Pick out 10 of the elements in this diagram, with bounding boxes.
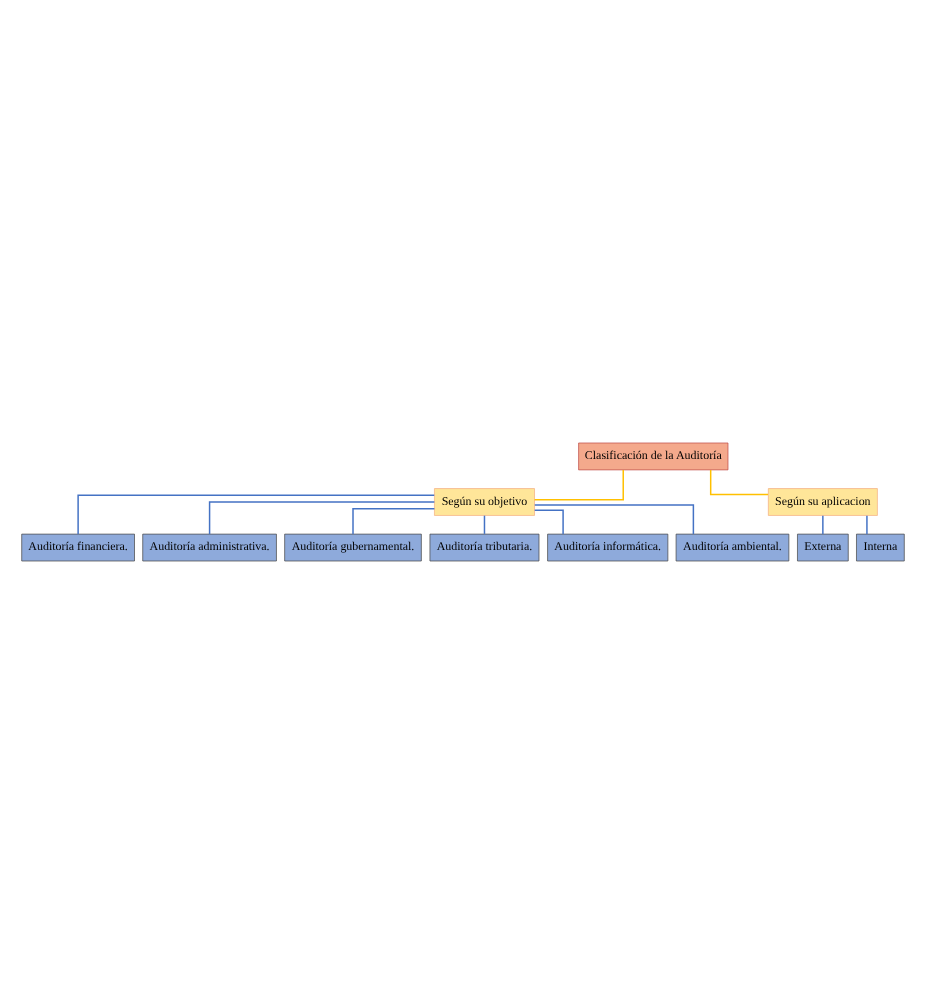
connector [77, 493, 435, 534]
connector [866, 513, 868, 534]
connector [208, 500, 436, 534]
connector [483, 513, 486, 534]
connector [533, 508, 564, 534]
connector [709, 468, 769, 495]
connector [534, 503, 695, 534]
connector [822, 513, 824, 534]
connector [352, 506, 436, 534]
connector [533, 468, 624, 500]
